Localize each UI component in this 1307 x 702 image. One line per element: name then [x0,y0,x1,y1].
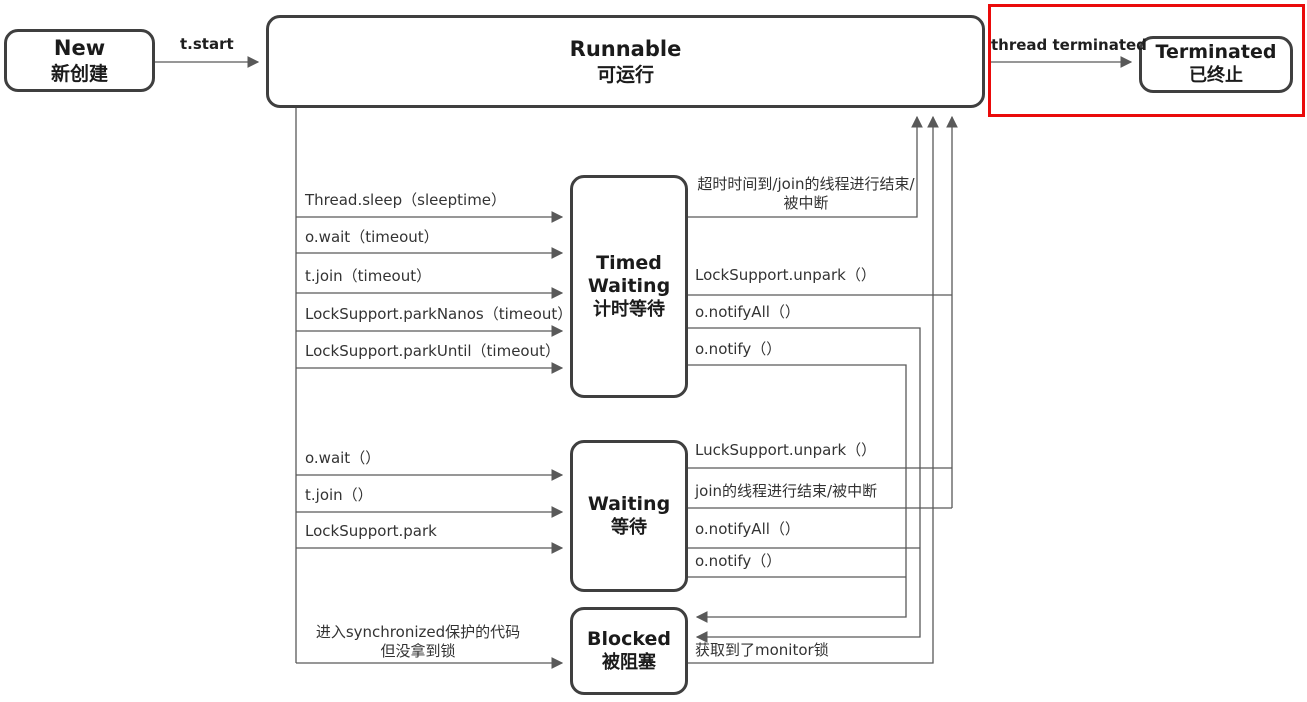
state-timed-waiting-title: Timed Waiting [587,251,671,298]
state-terminated: Terminated 已终止 [1139,36,1293,93]
edge-label-lock-park: LockSupport.park [305,522,437,540]
edge-label-luck-unpark: LuckSupport.unpark（） [695,441,877,459]
edge-label-thread-terminated: thread terminated [991,36,1147,54]
state-waiting-title: Waiting [587,492,671,515]
edge-label-t-join: t.join（） [305,486,373,504]
state-timed-waiting: Timed Waiting 计时等待 [570,175,688,398]
edge-label-notify-all-waiting: o.notifyAll（） [695,520,800,538]
edge-label-unpark-timed: LockSupport.unpark（） [695,266,876,284]
edge-label-o-wait-timeout: o.wait（timeout） [305,228,439,246]
edge-label-t-join-timeout: t.join（timeout） [305,267,432,285]
edge-label-timeout-end-line1: 超时时间到/join的线程进行结束/ [697,175,915,193]
edge-label-notify-timed: o.notify（） [695,340,782,358]
state-blocked-title: Blocked [587,627,671,650]
state-runnable-title: Runnable [569,36,682,61]
edge-label-enter-synchronized-line2: 但没拿到锁 [380,642,456,660]
state-blocked: Blocked 被阻塞 [570,607,688,695]
state-terminated-title: Terminated [1155,41,1277,64]
edge-label-park-nanos: LockSupport.parkNanos（timeout） [305,305,573,323]
state-runnable: Runnable 可运行 [266,15,985,108]
state-timed-waiting-subtitle: 计时等待 [593,299,665,320]
terminated-highlight-box [988,4,1305,117]
state-terminated-subtitle: 已终止 [1189,65,1243,87]
state-new-subtitle: 新创建 [50,62,108,85]
edge-label-join-end: join的线程进行结束/被中断 [695,482,878,500]
state-waiting-subtitle: 等待 [611,516,647,538]
edge-label-enter-synchronized-line1: 进入synchronized保护的代码 [315,623,521,641]
edge-label-timeout-end-line2: 被中断 [783,194,829,212]
edge-label-enter-synchronized: 进入synchronized保护的代码 但没拿到锁 [298,623,538,661]
edge-label-notify-all-timed: o.notifyAll（） [695,303,800,321]
edge-label-thread-sleep: Thread.sleep（sleeptime） [305,191,507,209]
state-waiting: Waiting 等待 [570,440,688,592]
edge-label-o-wait: o.wait（） [305,449,381,467]
state-new-title: New [53,35,106,60]
edge-label-timeout-end: 超时时间到/join的线程进行结束/ 被中断 [690,175,922,213]
edge-label-notify-waiting: o.notify（） [695,552,782,570]
state-blocked-subtitle: 被阻塞 [602,651,656,673]
edge-label-monitor-lock: 获取到了monitor锁 [695,641,829,659]
state-new: New 新创建 [4,29,155,92]
edge-label-t-start: t.start [180,35,234,53]
state-runnable-subtitle: 可运行 [596,63,654,86]
edge-label-park-until: LockSupport.parkUntil（timeout） [305,342,560,360]
